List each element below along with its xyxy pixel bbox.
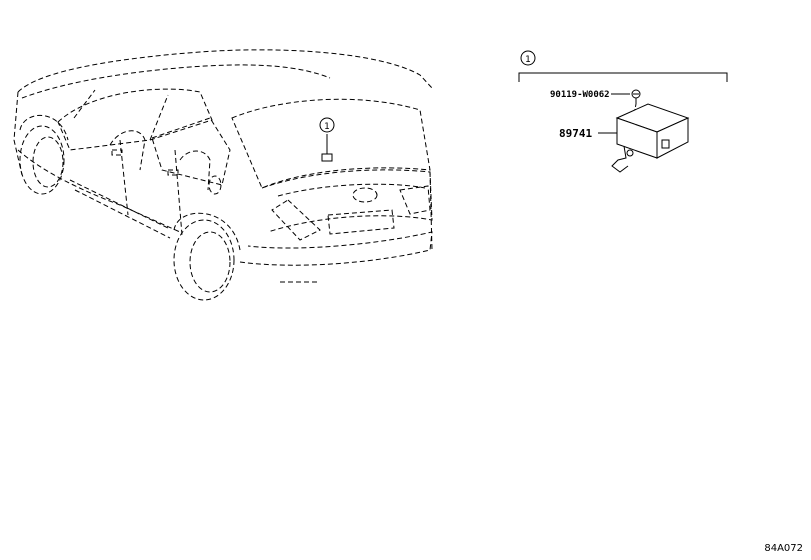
detail-bracket [518,72,728,82]
part-label-module: 89741 [559,127,592,140]
screw-icon [631,89,641,104]
reference-code: 84A072 [764,543,803,554]
callout-number-car: 1 [324,122,330,132]
callout-circle-car [319,117,335,133]
module-location-marker: 1 [319,117,335,162]
callout-number-detail: 1 [525,55,531,65]
part-label-screw: 90119-W0062 [550,90,610,100]
detail-group: 1 90119-W0062 89741 [518,50,728,173]
vehicle-illustration [13,49,433,301]
callout-circle-detail [520,50,536,66]
control-module-icon [611,103,690,173]
